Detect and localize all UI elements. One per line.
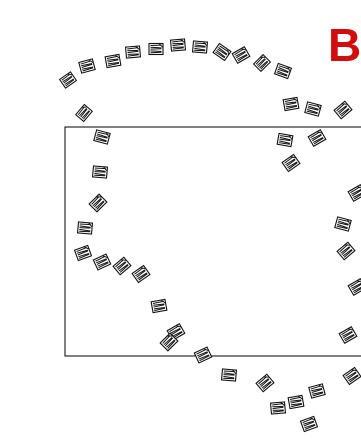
paper-fragment-icon — [93, 254, 110, 270]
paper-fragment-icon — [149, 44, 163, 55]
paper-fragment-icon — [94, 130, 110, 144]
paper-fragment-icon — [301, 416, 318, 431]
bounding-rectangle — [65, 127, 361, 356]
paper-fragment-icon — [282, 154, 300, 171]
paper-fragment-icon — [105, 54, 121, 67]
paper-fragment-icon — [283, 97, 299, 110]
paper-fragment-icon — [232, 47, 250, 64]
paper-fragment-icon — [271, 402, 286, 414]
paper-fragment-icon — [337, 242, 355, 259]
paper-fragment-icon — [60, 72, 77, 88]
paper-fragment-icon — [151, 299, 167, 312]
paper-fragment-icon — [76, 105, 93, 122]
paper-fragment-icon — [78, 222, 93, 234]
paper-fragment-icon — [75, 245, 92, 260]
paper-fragments — [60, 39, 361, 432]
paper-fragment-icon — [348, 185, 361, 202]
paper-fragment-icon — [113, 257, 131, 274]
paper-fragment-icon — [126, 46, 141, 58]
paper-fragment-icon — [194, 347, 211, 363]
paper-fragment-icon — [193, 41, 208, 53]
paper-fragment-icon — [305, 102, 321, 116]
paper-fragment-icon — [171, 39, 186, 51]
paper-fragment-icon — [335, 217, 351, 231]
paper-fragment-icon — [275, 63, 292, 78]
paper-fragment-icon — [132, 265, 150, 282]
paper-fragment-icon — [339, 327, 357, 344]
paper-fragment-icon — [343, 367, 361, 384]
paper-fragment-icon — [288, 395, 304, 408]
paper-fragment-icon — [256, 374, 274, 391]
paper-fragment-icon — [334, 101, 352, 118]
paper-fragment-icon — [93, 166, 108, 178]
panel-label: B — [328, 22, 361, 68]
paper-fragment-icon — [309, 384, 325, 398]
paper-fragment-icon — [79, 59, 95, 73]
paper-fragment-icon — [222, 369, 237, 381]
paper-fragment-icon — [277, 133, 293, 146]
paper-fragment-icon — [308, 130, 326, 147]
paper-fragment-icon — [213, 43, 231, 60]
paper-fragment-icon — [254, 55, 271, 72]
paper-fragment-icon — [348, 279, 361, 296]
paper-fragment-icon — [89, 194, 107, 212]
